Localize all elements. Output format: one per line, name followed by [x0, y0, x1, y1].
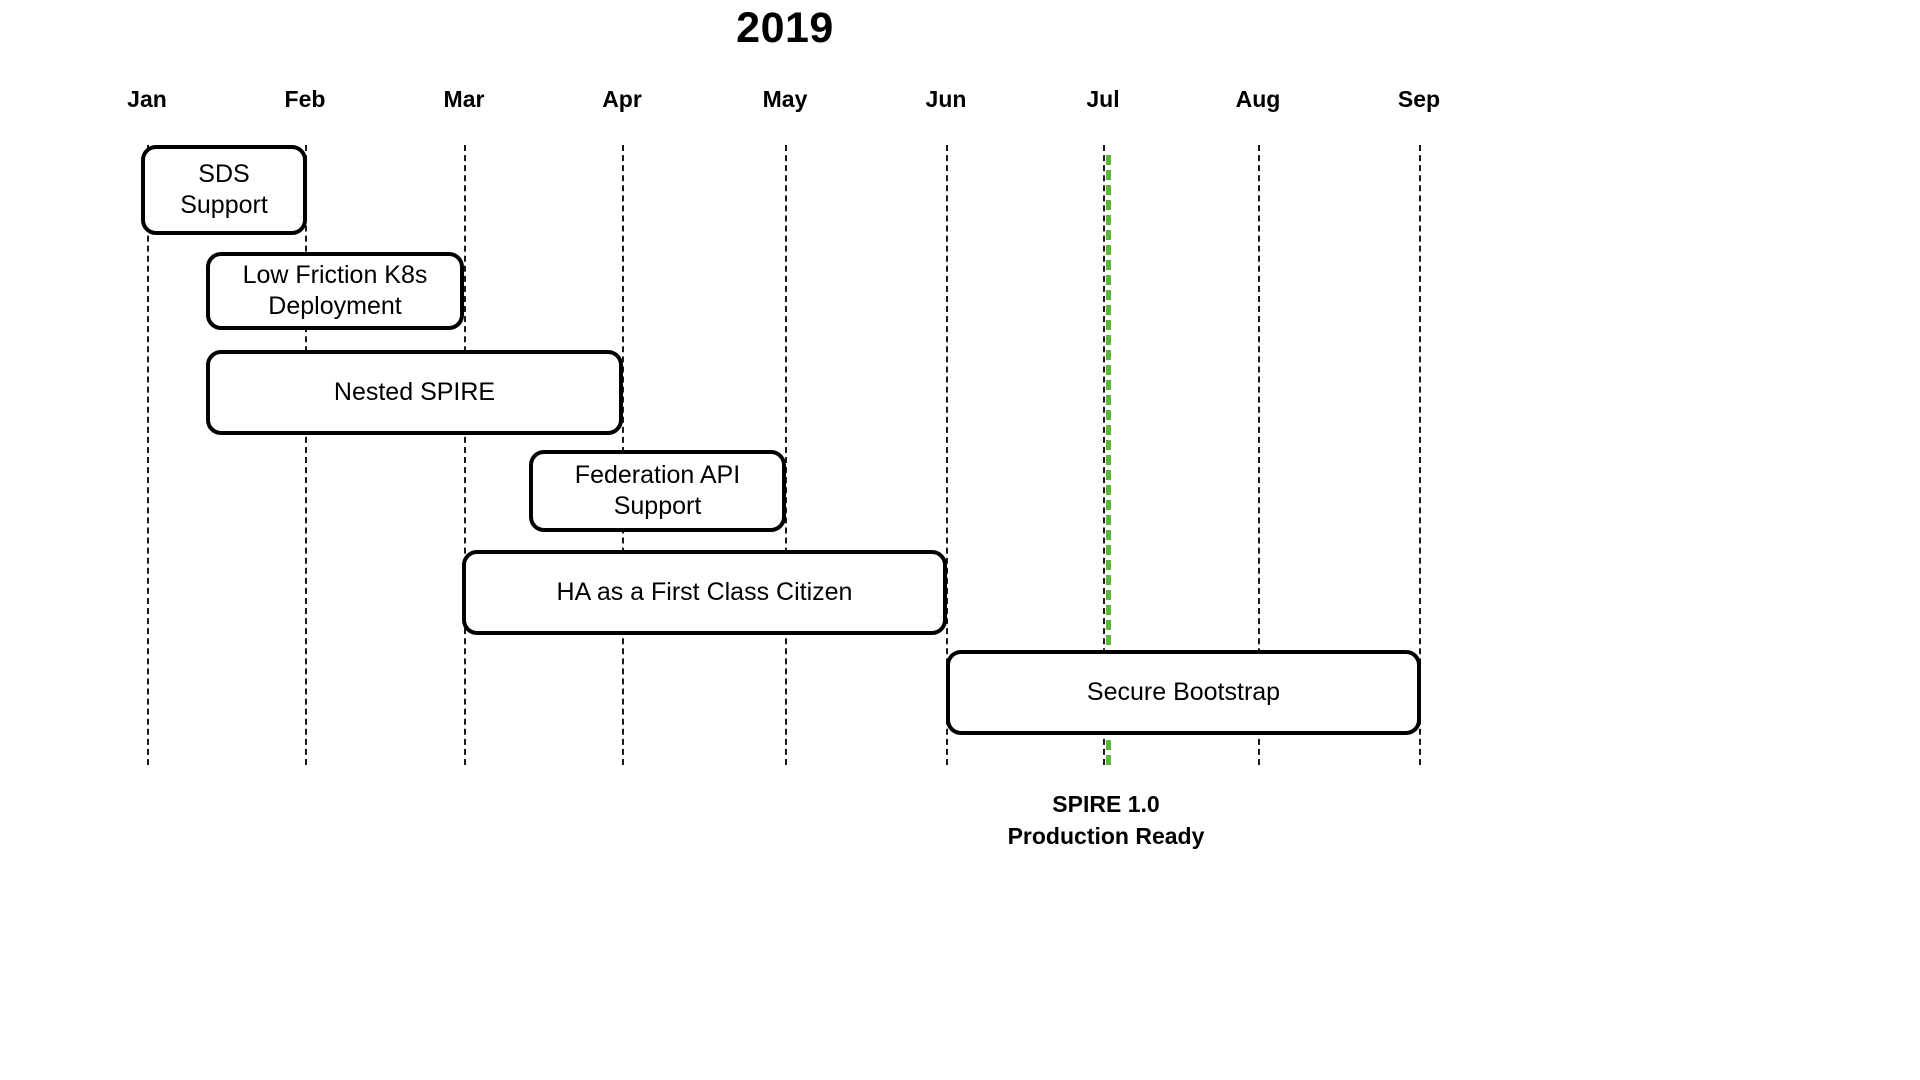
task-bar[interactable]: Nested SPIRE: [206, 350, 623, 435]
task-bar[interactable]: Low Friction K8s Deployment: [206, 252, 464, 330]
month-label-apr: Apr: [602, 86, 642, 112]
gridline-aug: [1258, 145, 1260, 765]
task-bar[interactable]: Secure Bootstrap: [946, 650, 1421, 735]
month-label-aug: Aug: [1235, 86, 1281, 112]
month-label-jan: Jan: [127, 86, 167, 112]
gridline-feb: [305, 145, 307, 765]
task-bar-label: Nested SPIRE: [333, 378, 496, 406]
gridline-jan: [147, 145, 149, 765]
month-label-sep: Sep: [1397, 86, 1441, 112]
task-bar[interactable]: Federation API Support: [529, 450, 786, 532]
month-label-may: May: [762, 86, 808, 112]
month-label-jul: Jul: [1086, 86, 1120, 112]
month-label-jun: Jun: [925, 86, 967, 112]
task-bar-label: SDS Support: [180, 160, 268, 219]
page-title: 2019: [736, 4, 834, 52]
task-bar-label: Federation API Support: [574, 461, 741, 520]
gridline-sep: [1419, 145, 1421, 765]
task-bar-label: Low Friction K8s Deployment: [242, 261, 428, 320]
milestone-line: [1106, 155, 1111, 765]
gridline-mar: [464, 145, 466, 765]
month-label-mar: Mar: [443, 86, 485, 112]
task-bar-label: HA as a First Class Citizen: [556, 578, 853, 606]
task-bar-label: Secure Bootstrap: [1086, 678, 1281, 706]
milestone-caption: SPIRE 1.0 Production Ready: [1007, 791, 1205, 849]
month-label-feb: Feb: [284, 86, 326, 112]
gridline-jun: [946, 145, 948, 765]
task-bar[interactable]: HA as a First Class Citizen: [462, 550, 947, 635]
gridline-may: [785, 145, 787, 765]
task-bar[interactable]: SDS Support: [141, 145, 307, 235]
gridline-jul: [1103, 145, 1105, 765]
